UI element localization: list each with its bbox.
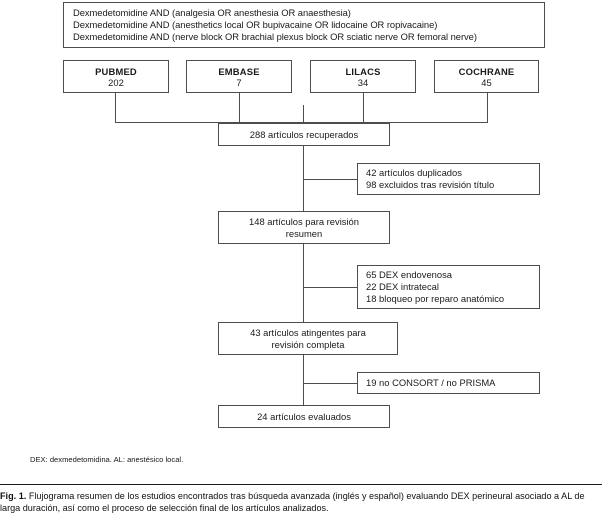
database-name-cochrane: COCHRANE [458,65,515,77]
connector-manifold-to-retrieved [303,105,304,123]
database-box-cochrane: COCHRANE 45 [434,60,539,93]
exclusion-duplicates-line-2: 98 excluidos tras revisión título [366,179,495,190]
database-box-pubmed: PUBMED 202 [63,60,169,93]
search-strategy-line-3: Dexmedetomidine AND (nerve block OR brac… [73,31,477,43]
connector-manifold-horizontal [115,122,488,123]
stage-retrieved-line-1: 288 artículos recuperados [249,128,359,140]
connector-fulltext-to-evaluated [303,355,304,405]
search-strategy-box: Dexmedetomidine AND (analgesia OR anesth… [63,2,545,48]
exclusion-reasons-line-2: 22 DEX intratecal [366,280,439,292]
stage-abstract-line-2: resumen [285,227,323,239]
exclusion-box-duplicates: 42 artículos duplicados 98 excluidos tra… [357,163,540,195]
exclusion-guidelines-line-1: 19 no CONSORT / no PRISMA [366,376,496,388]
database-count-lilacs: 34 [357,76,369,88]
database-box-lilacs: LILACS 34 [310,60,416,93]
stage-box-full-review: 43 artículos atingentes para revisión co… [218,322,398,355]
connector-embase-down [239,93,240,123]
database-box-embase: EMBASE 7 [186,60,292,93]
connector-branch-duplicates [303,179,358,180]
stage-evaluated-line-1: 24 artículos evaluados [257,410,351,422]
exclusion-reasons-line-3: 18 bloqueo por reparo anatómico [366,293,505,305]
connector-cochrane-down [487,93,488,123]
database-count-embase: 7 [236,76,242,88]
exclusion-duplicates-line-1: 42 artículos duplicados [366,166,462,178]
exclusion-box-reasons: 65 DEX endovenosa 22 DEX intratecal 18 b… [357,265,540,309]
stage-box-evaluated: 24 artículos evaluados [218,405,390,428]
connector-branch-guidelines [303,383,358,384]
stage-abstract-line-1: 148 artículos para revisión [249,215,359,227]
search-strategy-line-2: Dexmedetomidine AND (anesthetics local O… [73,18,438,30]
stage-box-abstract-review: 148 artículos para revisión resumen [218,211,390,244]
database-name-embase: EMBASE [218,65,260,77]
database-name-pubmed: PUBMED [95,65,137,77]
stage-fullreview-line-1: 43 artículos atingentes para [250,326,366,338]
figure-caption-text: Flujograma resumen de los estudios encon… [0,491,585,514]
stage-box-retrieved: 288 artículos recuperados [218,123,390,146]
connector-lilacs-down [363,93,364,123]
exclusion-reasons-line-1: 65 DEX endovenosa [366,268,453,280]
figure-caption-label: Fig. 1. [0,491,27,501]
database-name-lilacs: LILACS [345,65,381,77]
connector-abstract-to-fulltext [303,244,304,322]
search-strategy-line-1: Dexmedetomidine AND (analgesia OR anesth… [73,6,351,18]
connector-pubmed-down [115,93,116,123]
database-count-cochrane: 45 [481,76,492,88]
caption-divider [0,484,602,485]
figure-footnote: DEX: dexmedetomidina. AL: anestésico loc… [30,455,184,464]
figure-caption: Fig. 1. Flujograma resumen de los estudi… [0,490,600,515]
database-count-pubmed: 202 [108,76,124,88]
connector-retrieved-to-abstract [303,146,304,211]
exclusion-box-guidelines: 19 no CONSORT / no PRISMA [357,372,540,394]
stage-fullreview-line-2: revisión completa [271,338,345,350]
connector-branch-reasons [303,287,358,288]
